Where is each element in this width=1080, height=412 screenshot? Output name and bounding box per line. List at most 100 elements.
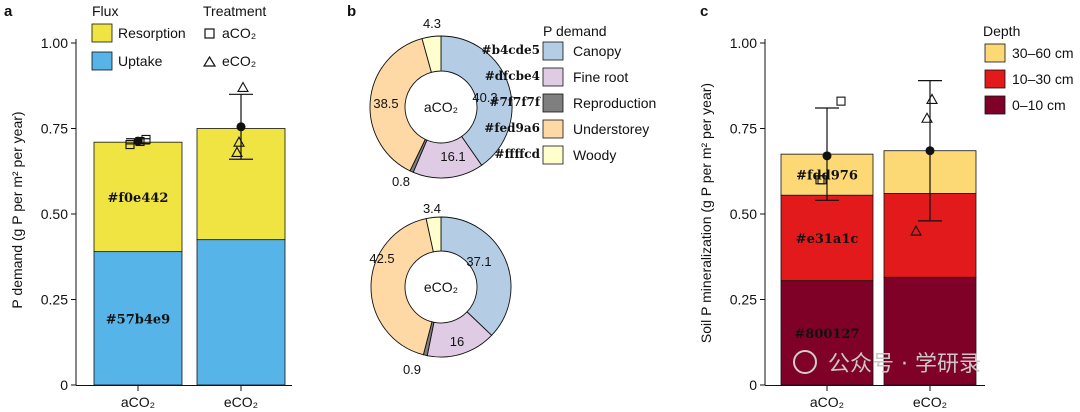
legend-flux-title: Flux [92, 3, 118, 19]
donut-eco2: 37.1 16 0.9 42.5 3.4 eCO₂ [369, 201, 512, 377]
donut-aco2: 40.3 16.1 0.8 38.5 4.3 aCO₂ [369, 16, 513, 189]
legend-square-icon [204, 28, 215, 39]
panel-c-ylabel: Soil P mineralization (g P per m² per ye… [698, 83, 714, 343]
legend-color-code: #fed9a6 [484, 121, 540, 135]
segment-color-label: #800127 [794, 327, 859, 342]
slice-understorey [370, 218, 434, 356]
legend-swatch-canopy [542, 41, 564, 61]
slice-woody [425, 216, 442, 253]
legend-label-10-30: 10–30 cm [1012, 71, 1073, 87]
y-tick-label: 0.50 [41, 206, 68, 222]
legend-label-uptake: Uptake [118, 53, 163, 69]
legend-label-0-10: 0–10 cm [1012, 97, 1066, 113]
replicate-triangle [926, 93, 938, 104]
replicate-square [125, 140, 135, 150]
panel-c-y-axis: 0 0.25 0.50 0.75 1.00 [730, 35, 766, 393]
panel-a-bars: #57b4e9#f0e442 [93, 81, 286, 386]
slice-value-label: 16 [450, 334, 464, 349]
legend-swatch-0-10 [984, 95, 1006, 115]
slice-canopy [440, 216, 512, 336]
slice-value-label: 0.8 [392, 174, 410, 189]
watermark-text: 公众号 · 学研录 [828, 352, 981, 377]
legend-swatch-10-30 [984, 69, 1006, 89]
x-tick-label: aCO₂ [810, 394, 844, 410]
x-tick-label: aCO₂ [121, 394, 155, 410]
slice-value-label: 0.9 [403, 362, 421, 377]
x-tick-label: eCO₂ [224, 394, 258, 410]
slice-value-label: 40.3 [472, 90, 497, 105]
slice-value-label: 37.1 [466, 254, 491, 269]
legend-label-woody: Woody [573, 147, 616, 163]
legend-swatch-reproduction [542, 93, 564, 113]
panel-a-ylabel: P demand (g P per m² per year) [9, 111, 25, 308]
slice-canopy [440, 35, 513, 166]
y-tick-label: 1.00 [730, 35, 757, 51]
bar-segment-10-30-cm [780, 194, 874, 282]
legend-swatch-resorption [91, 23, 113, 43]
segment-color-label: #e31a1c [796, 232, 859, 247]
mean-point [133, 136, 143, 146]
slice-value-label: 16.1 [440, 149, 465, 164]
legend-swatch-fine-root [542, 67, 564, 87]
donut-center-label: eCO₂ [424, 279, 458, 295]
y-tick-label: 0 [749, 377, 757, 393]
legend-triangle-icon [202, 55, 217, 67]
panel-a-y-axis: 0 0.25 0.50 0.75 1.00 [41, 35, 77, 393]
y-tick-label: 0.25 [730, 292, 757, 308]
y-tick-label: 0.50 [730, 206, 757, 222]
legend-depth-title: Depth [983, 23, 1020, 39]
mean-point [925, 146, 935, 156]
legend-pdemand-title: P demand [543, 23, 607, 39]
legend-label-fine-root: Fine root [573, 69, 628, 85]
y-tick-label: 0.25 [41, 292, 68, 308]
donut-center-label: aCO₂ [424, 99, 458, 115]
slice-woody [421, 35, 442, 73]
slice-value-label: 3.4 [423, 201, 441, 216]
legend-swatch-uptake [91, 51, 113, 71]
y-tick-label: 0 [60, 377, 68, 393]
legend-swatch-30-60 [984, 43, 1006, 63]
slice-value-label: 4.3 [423, 16, 441, 31]
legend-label-canopy: Canopy [573, 43, 621, 59]
legend-label-30-60: 30–60 cm [1012, 45, 1073, 61]
replicate-triangle [237, 81, 249, 93]
panel-letter-b: b [347, 3, 356, 20]
legend-color-code: #b4cde5 [482, 43, 540, 57]
legend-color-code: #7f7f7f [489, 95, 540, 109]
panel-a-x-axis: aCO₂ eCO₂ [76, 385, 292, 410]
legend-swatch-understorey [542, 119, 564, 139]
replicate-triangle [231, 146, 243, 157]
bar-segment-uptake [196, 239, 286, 386]
legend-swatch-woody [542, 145, 564, 165]
replicate-triangle [921, 112, 933, 123]
replicate-triangle [910, 224, 922, 236]
bar-segment-resorption [93, 141, 183, 253]
panel-letter-c: c [700, 3, 708, 20]
y-tick-label: 1.00 [41, 35, 68, 51]
y-tick-label: 0.75 [41, 121, 68, 137]
legend-treatment-title: Treatment [203, 3, 266, 19]
y-tick-label: 0.75 [730, 121, 757, 137]
wechat-icon [793, 350, 817, 374]
panel-a: a P demand (g P per m² per year) 0 0.25 0.… [4, 3, 292, 410]
panel-c-bars: #800127#e31a1c#fdd976 [780, 80, 977, 386]
panel-b: b 40.3 16.1 0.8 38.5 4.3 aCO₂ 37.1 16 0.9 42.5 3.… [347, 3, 656, 377]
slice-value-label: 38.5 [373, 96, 398, 111]
slice-value-label: 42.5 [369, 251, 394, 266]
legend-label-resorption: Resorption [118, 25, 186, 41]
replicate-triangle [233, 136, 245, 147]
legend-color-code: #ffffcd [495, 147, 541, 161]
panel-c-x-axis: aCO₂ eCO₂ [765, 385, 985, 410]
panel-c: c Soil P mineralization (g P per m² per … [698, 3, 1073, 410]
mean-point [822, 151, 832, 161]
legend-label-eco2: eCO₂ [222, 53, 256, 69]
replicate-square [817, 175, 827, 185]
x-tick-label: eCO₂ [913, 394, 947, 410]
legend-label-understorey: Understorey [573, 121, 649, 137]
watermark: 公众号 · 学研录 [793, 350, 981, 377]
legend-label-reproduction: Reproduction [573, 95, 656, 111]
panel-letter-a: a [4, 3, 13, 20]
mean-point [236, 122, 246, 132]
